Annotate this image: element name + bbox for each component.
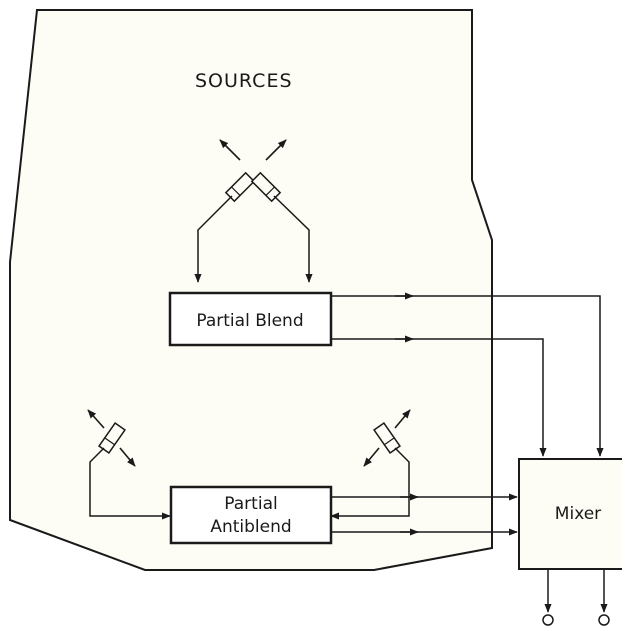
mic-lower-right-pickup-up-arrow xyxy=(394,409,411,429)
partial-antiblend-label-line1: Partial xyxy=(224,494,277,514)
partial-antiblend-label-line2: Antiblend xyxy=(210,517,291,537)
mic-right-cable xyxy=(273,195,313,283)
partial-antiblend-block: Partial Antiblend xyxy=(169,485,333,545)
crossed-mic-pair-top xyxy=(194,139,313,283)
pickup-direction-left-arrow xyxy=(219,139,241,161)
partial-blend-label: Partial Blend xyxy=(196,311,303,331)
partial-blend-block: Partial Blend xyxy=(168,291,333,347)
sources-label: SOURCES xyxy=(195,70,293,92)
mic-lower-right-pickup-down-arrow xyxy=(363,447,380,467)
output-terminal-right-icon xyxy=(598,614,610,626)
mixer-outputs xyxy=(542,569,610,626)
pickup-direction-right-arrow xyxy=(265,139,287,161)
mic-left-cable xyxy=(194,195,233,283)
mic-lower-left-cable xyxy=(89,447,171,520)
mic-lower-left-icon xyxy=(87,409,171,520)
mixer-label: Mixer xyxy=(555,504,601,524)
output-terminal-left-icon xyxy=(542,614,554,626)
mic-lower-left-pickup-down-arrow xyxy=(119,447,136,467)
blend-output-1-line xyxy=(331,295,604,457)
mic-lower-right-cable xyxy=(330,447,410,520)
mic-lower-right-icon xyxy=(330,409,411,520)
mic-lower-left-pickup-up-arrow xyxy=(87,409,105,429)
mixer-block: Mixer xyxy=(518,458,622,570)
sources-area xyxy=(9,9,493,571)
